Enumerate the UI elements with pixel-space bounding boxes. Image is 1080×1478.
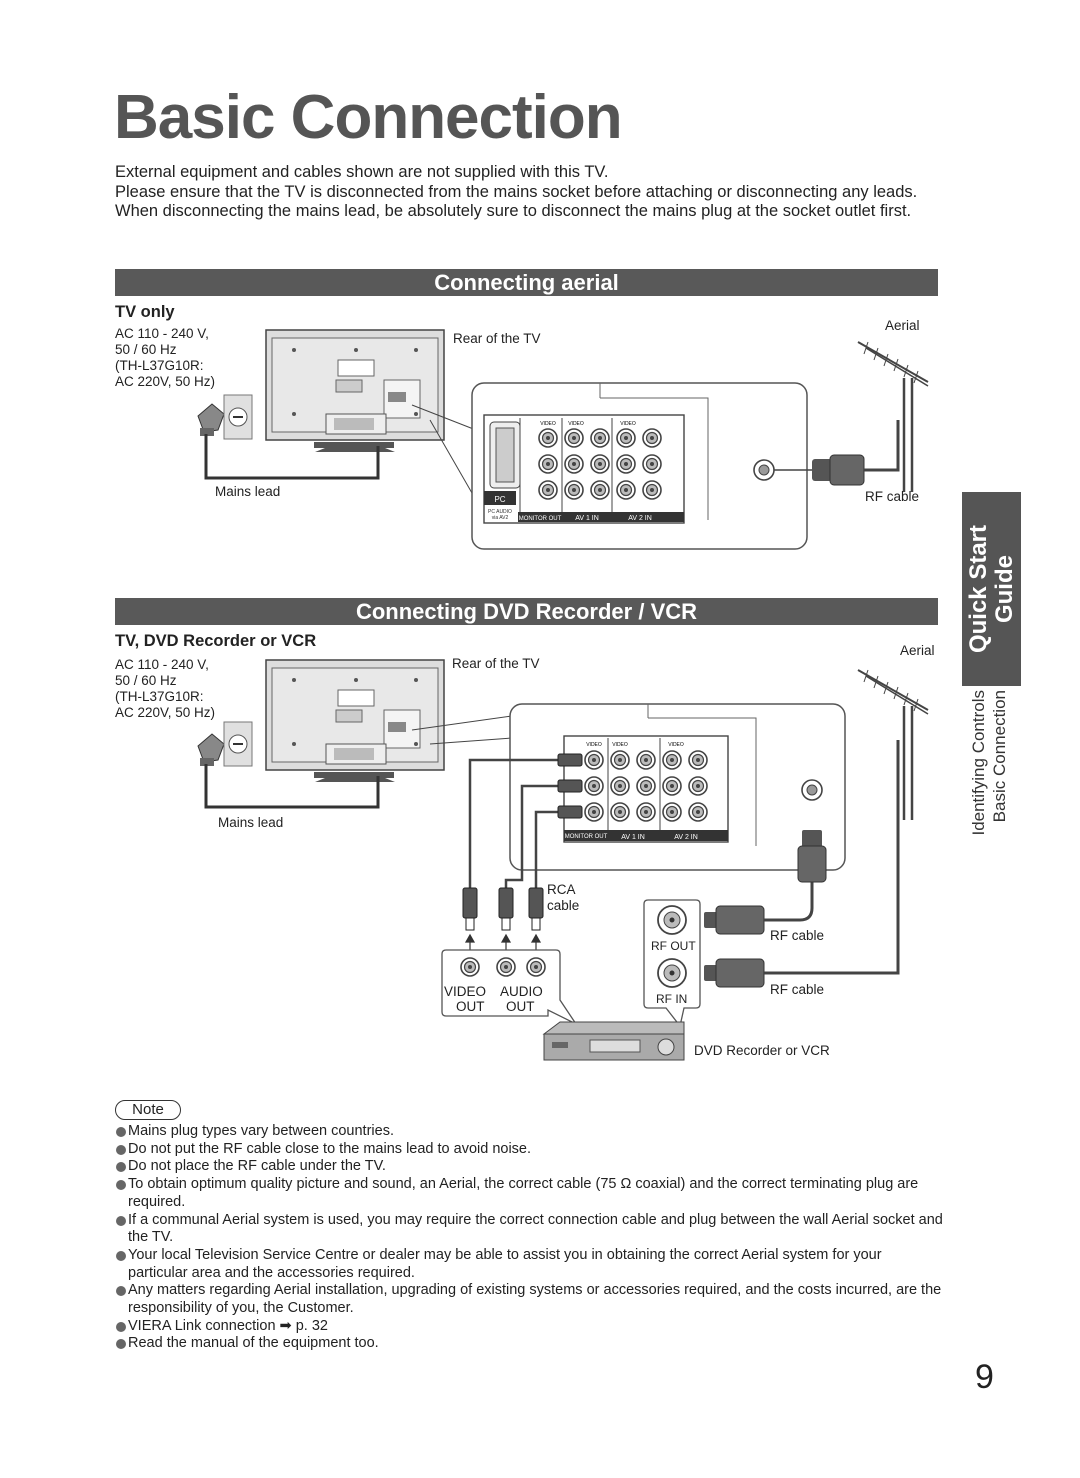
rca-cable-label-line: cable — [547, 898, 580, 913]
rear-of-tv-label: Rear of the TV — [453, 331, 541, 346]
note-item: Read the manual of the equipment too. — [115, 1335, 945, 1353]
side-tab-line: Quick Start — [965, 524, 992, 654]
intro-line: External equipment and cables shown are … — [115, 163, 609, 181]
note-item: If a communal Aerial system is used, you… — [115, 1212, 945, 1247]
intro-line: When disconnecting the mains lead, be ab… — [115, 202, 912, 220]
rf-in-jack — [657, 958, 687, 988]
audio-out-jack-r — [526, 957, 546, 977]
side-tab-line: Guide — [991, 555, 1018, 624]
power-spec-line: (TH-L37G10R: — [115, 689, 204, 704]
mains-plug-2 — [197, 721, 380, 809]
note-item: Any matters regarding Aerial installatio… — [115, 1282, 945, 1317]
rf-cable-plugs-2 — [704, 740, 900, 988]
monitor-out-label: MONITOR OUT — [519, 516, 562, 522]
dvd-recorder-device — [542, 1021, 685, 1061]
insert-arrows — [464, 933, 542, 952]
intro-text: External equipment and cables shown are … — [115, 163, 945, 222]
terminal-panel-1: PC PC AUDIO via AV2 VIDEO VIDEO VIDEO MO… — [483, 414, 685, 524]
page-title: Basic Connection — [114, 83, 623, 152]
section-heading-dvd: Connecting DVD Recorder / VCR — [115, 598, 938, 625]
side-link-basic-connection[interactable]: Basic Connection — [990, 690, 1009, 823]
device-label: DVD Recorder or VCR — [694, 1043, 830, 1058]
video-out-label: OUT — [456, 999, 485, 1014]
rf-out-jack — [657, 905, 687, 935]
rf-out-label: RF OUT — [651, 939, 696, 953]
video-label: VIDEO — [568, 421, 584, 427]
video-out-jack — [460, 957, 480, 977]
power-spec-line: 50 / 60 Hz — [115, 673, 177, 688]
side-links: Identifying Controls Basic Connection — [962, 690, 1021, 860]
aerial-label: Aerial — [900, 643, 935, 658]
mains-lead-label: Mains lead — [215, 484, 281, 499]
rf-in-label: RF IN — [656, 992, 687, 1006]
video-label: VIDEO — [586, 742, 602, 748]
mains-plug-1 — [197, 394, 380, 480]
power-spec-line: (TH-L37G10R: — [115, 358, 204, 373]
rf-cable-plug-1 — [774, 420, 900, 486]
rca-cable-label: RCA cable — [547, 882, 579, 914]
aerial-socket-1 — [753, 459, 775, 481]
intro-line: Please ensure that the TV is disconnecte… — [115, 182, 918, 201]
subheading-tv-dvd-vcr: TV, DVD Recorder or VCR — [115, 632, 317, 650]
audio-out-jack-l — [496, 957, 516, 977]
aerial-antenna-2 — [856, 668, 930, 822]
mains-lead-label: Mains lead — [218, 815, 284, 830]
av2-in-label: AV 2 IN — [674, 834, 698, 841]
subheading-tv-only: TV only — [115, 303, 175, 321]
power-spec-line: 50 / 60 Hz — [115, 342, 177, 357]
rear-of-tv-label: Rear of the TV — [452, 656, 540, 671]
note-item: Your local Television Service Centre or … — [115, 1247, 945, 1282]
audio-out-label: OUT — [506, 999, 535, 1014]
note-item: To obtain optimum quality picture and so… — [115, 1176, 945, 1211]
av2-in-label: AV 2 IN — [628, 515, 652, 522]
note-item: Do not place the RF cable under the TV. — [115, 1158, 945, 1176]
av1-in-label: AV 1 IN — [621, 834, 645, 841]
power-spec: AC 110 - 240 V, 50 / 60 Hz (TH-L37G10R: … — [115, 657, 215, 721]
rf-cable-label: RF cable — [865, 489, 920, 504]
quick-start-guide-tab[interactable]: Quick Start Guide — [962, 492, 1021, 686]
power-spec-line: AC 220V, 50 Hz) — [115, 705, 216, 720]
notes-list: Mains plug types vary between countries.… — [115, 1123, 945, 1353]
power-spec-line: AC 220V, 50 Hz) — [115, 374, 216, 389]
video-label: VIDEO — [620, 421, 636, 427]
pc-label: PC — [494, 495, 505, 504]
rca-plugs-device — [462, 887, 544, 931]
pc-audio-label: via AV2 — [492, 515, 509, 521]
page-number: 9 — [975, 1358, 994, 1396]
video-out-label: VIDEO — [444, 984, 486, 999]
monitor-out-label: MONITOR OUT — [565, 834, 608, 840]
tv-rear-2 — [265, 659, 445, 782]
video-label: VIDEO — [612, 742, 628, 748]
pc-audio-label: PC AUDIO — [488, 509, 512, 515]
note-item: Mains plug types vary between countries. — [115, 1123, 945, 1141]
video-label: VIDEO — [540, 421, 556, 427]
power-spec-line: AC 110 - 240 V, — [115, 326, 209, 341]
rf-cable-label: RF cable — [770, 928, 825, 943]
power-spec: AC 110 - 240 V, 50 / 60 Hz (TH-L37G10R: … — [115, 326, 215, 390]
section-heading-aerial: Connecting aerial — [115, 269, 938, 296]
note-badge: Note — [115, 1100, 181, 1120]
note-item[interactable]: VIERA Link connection ➡ p. 32 — [115, 1318, 945, 1336]
rf-cable-label: RF cable — [770, 982, 825, 997]
audio-out-label: AUDIO — [500, 984, 543, 999]
tv-rear-1 — [265, 329, 445, 452]
rca-cable-label-line: RCA — [547, 882, 576, 897]
side-link-identifying-controls[interactable]: Identifying Controls — [969, 690, 988, 836]
av1-in-label: AV 1 IN — [575, 515, 599, 522]
rca-cable — [468, 758, 560, 890]
terminal-panel-2: VIDEO VIDEO VIDEO MONITOR OUT AV 1 IN AV… — [563, 735, 729, 843]
aerial-label: Aerial — [885, 318, 920, 333]
rca-plugs-tv — [557, 753, 583, 819]
aerial-socket-2 — [797, 779, 827, 883]
note-item: Do not put the RF cable close to the mai… — [115, 1141, 945, 1159]
video-label: VIDEO — [668, 742, 684, 748]
power-spec-line: AC 110 - 240 V, — [115, 657, 209, 672]
